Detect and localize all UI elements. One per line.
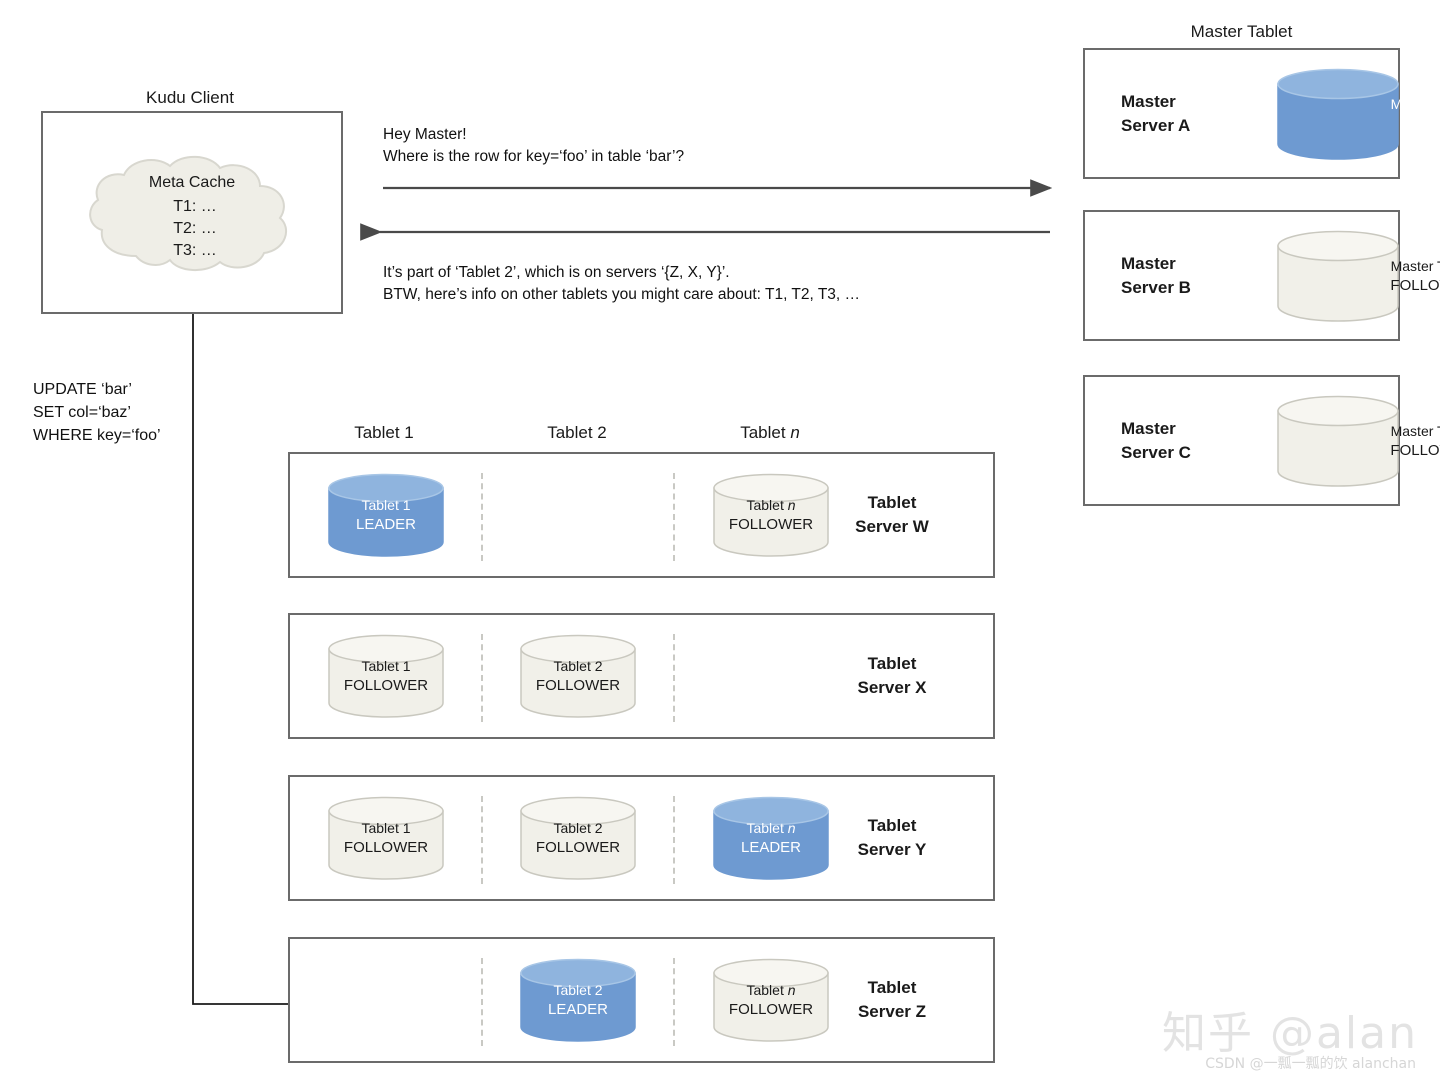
column-divider-2: [673, 473, 675, 561]
response-message: It’s part of ‘Tablet 2’, which is on ser…: [383, 264, 861, 303]
master-tablet-a-cylinder: Master Tablet LEADER: [1276, 68, 1440, 160]
tablet-server-w-label: Tablet Server W: [855, 493, 929, 536]
column-divider-1: [481, 958, 483, 1046]
cell-x-tablet-n: [712, 634, 830, 718]
tablet-server-x-label: Tablet Server X: [857, 654, 927, 697]
cell-w-tablet-2: [519, 473, 637, 557]
tablet-server-z-label: Tablet Server Z: [857, 978, 927, 1021]
watermark-csdn: CSDN @一瓢一瓢的饮 alanchan: [1205, 1056, 1416, 1072]
column-divider-2: [673, 958, 675, 1046]
meta-cache-cloud: Meta Cache T1: … T2: … T3: …: [74, 152, 310, 277]
meta-cache-entry-t3: T3: …: [173, 242, 217, 259]
meta-cache-entry-t1: T1: …: [173, 198, 217, 215]
column-header-tablet-1: Tablet 1: [354, 423, 414, 442]
watermark-zhihu: 知乎 @alan: [1161, 1008, 1418, 1059]
meta-cache-title: Meta Cache: [148, 174, 236, 191]
master-server-b-label: Master Server B: [1121, 253, 1191, 297]
update-statement-text: UPDATE ‘bar’ SET col=‘baz’ WHERE key=‘fo…: [33, 381, 161, 444]
master-server-b-box: Master Server B Master Tablet FOLLOWER: [1083, 210, 1440, 341]
master-tablet-title: Master Tablet: [1190, 22, 1293, 41]
column-divider-1: [481, 634, 483, 722]
column-divider-2: [673, 634, 675, 722]
column-divider-1: [481, 473, 483, 561]
meta-cache-text: Meta Cache T1: … T2: … T3: …: [74, 152, 310, 277]
column-divider-2: [673, 796, 675, 884]
request-message: Hey Master! Where is the row for key=‘fo…: [383, 126, 685, 165]
meta-cache-entry-t2: T2: …: [173, 220, 217, 237]
master-server-a-label: Master Server A: [1121, 91, 1191, 135]
tablet-server-y-label: Tablet Server Y: [857, 816, 927, 859]
master-tablet-c-cylinder: Master Tablet FOLLOWER: [1276, 395, 1440, 487]
column-header-tablet-2: Tablet 2: [547, 423, 607, 442]
kudu-client-title: Kudu Client: [146, 88, 234, 107]
master-server-c-label: Master Server C: [1121, 418, 1191, 462]
cell-z-tablet-1: [327, 958, 445, 1042]
column-header-tablet-n: Tablet n: [740, 423, 800, 442]
master-server-a-box: Master Server A Master Tablet LEADER: [1083, 48, 1440, 179]
column-divider-1: [481, 796, 483, 884]
master-server-c-box: Master Server C Master Tablet FOLLOWER: [1083, 375, 1440, 506]
master-tablet-b-cylinder: Master Tablet FOLLOWER: [1276, 230, 1440, 322]
